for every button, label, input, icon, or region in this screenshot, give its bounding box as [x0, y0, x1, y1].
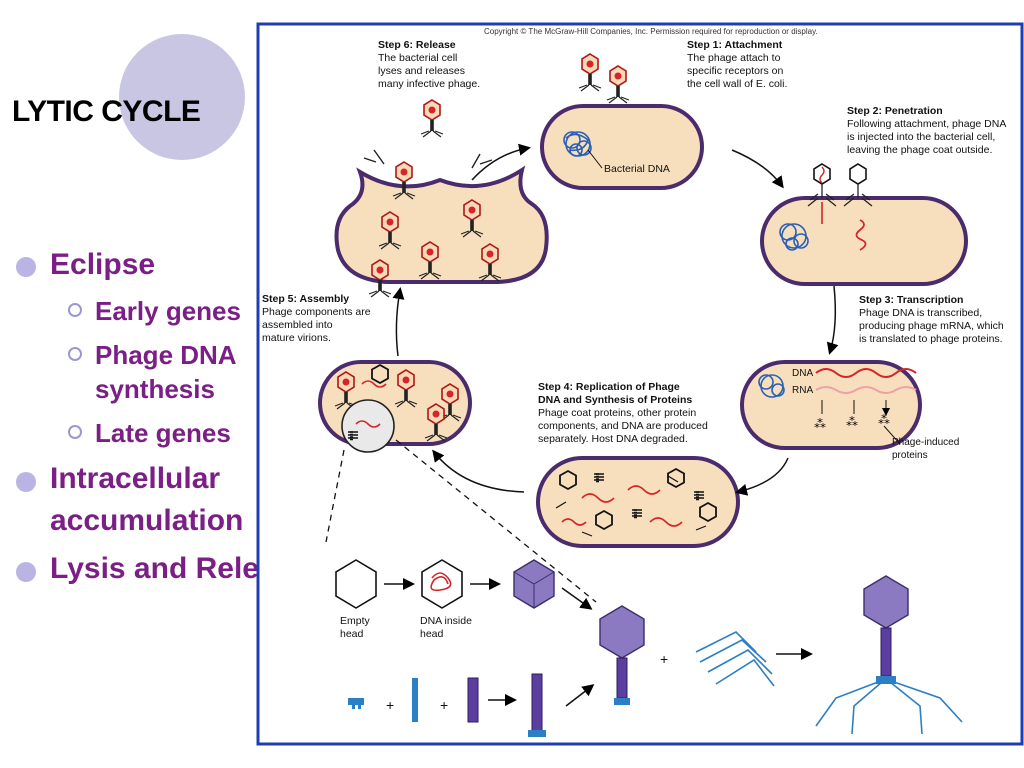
rna-wave: [815, 386, 917, 394]
tail-assembled-icon: [531, 673, 543, 733]
dna-head-icon: [421, 559, 463, 609]
step4-title: DNA and Synthesis of Proteins: [538, 394, 692, 406]
step1-line: the cell wall of E. coli.: [687, 78, 787, 90]
step4-text: Step 4: Replication of Phage DNA and Syn…: [538, 381, 708, 445]
step3-title: Step 3: Transcription: [859, 294, 963, 306]
sub-bullet-ring: [68, 303, 82, 317]
sub-bullet-ring: [68, 425, 82, 439]
step4-line: components, and DNA are produced: [538, 420, 708, 432]
label-dna: DNA: [792, 368, 813, 379]
step6-line: many infective phage.: [378, 78, 480, 90]
step2-text: Step 2: Penetration Following attachment…: [847, 105, 1006, 156]
bullet-intracellular: Intracellular: [50, 462, 221, 495]
label-bacterial-dna: Bacterial DNA: [604, 163, 670, 175]
cell-step5: [318, 360, 472, 453]
plus-sign: +: [440, 697, 448, 713]
assembly-sequence: Empty head DNA inside head +: [335, 559, 963, 737]
step4-line: separately. Host DNA degraded.: [538, 433, 688, 445]
host-dna-icon: [779, 223, 809, 251]
sub-bullet-late-genes: Late genes: [95, 418, 231, 448]
slide-title: LYTIC CYCLE: [12, 95, 201, 128]
empty-coat-icon: [807, 163, 873, 207]
step2-line: Following attachment, phage DNA: [847, 118, 1006, 130]
step6-line: The bacterial cell: [378, 52, 457, 64]
step6-text: Step 6: Release The bacterial cell lyses…: [378, 39, 480, 90]
step3-line: producing phage mRNA, which: [859, 320, 1004, 332]
core-icon: [412, 678, 418, 722]
step5-title: Step 5: Assembly: [262, 293, 349, 305]
label-dna-inside-head: DNA inside: [420, 615, 472, 627]
step6-title: Step 6: Release: [378, 39, 456, 51]
decorative-circle: [119, 34, 245, 160]
step3-text: Step 3: Transcription Phage DNA is trans…: [859, 294, 1004, 345]
sub-bullet-ring: [68, 347, 82, 361]
plus-sign: +: [660, 651, 668, 667]
baseplate-icon: [348, 698, 364, 705]
copyright-text: Copyright © The McGraw-Hill Companies, I…: [484, 27, 818, 36]
label-proteins: proteins: [892, 450, 928, 461]
bullet-dot: [16, 257, 36, 277]
label-empty-head: Empty: [340, 615, 371, 627]
complete-phage-fibers: [815, 681, 963, 735]
tail-fibers-icon: [695, 631, 775, 687]
step4-line: Phage coat proteins, other protein: [538, 407, 696, 419]
magnify-circle: [341, 399, 395, 453]
step4-title: Step 4: Replication of Phage: [538, 381, 680, 393]
bullet-dot: [16, 562, 36, 582]
step6-line: lyses and releases: [378, 65, 465, 77]
protein-glyph: ⁂: [814, 417, 826, 431]
step5-line: mature virions.: [262, 332, 331, 344]
step5-line: assembled into: [262, 319, 333, 331]
label-phage-induced: Phage-induced: [892, 437, 959, 448]
cell-step1: Bacterial DNA: [540, 53, 704, 190]
sub-bullet-early-genes: Early genes: [95, 296, 241, 326]
cell-step6: [334, 99, 549, 298]
step2-line: is injected into the bacterial cell,: [847, 131, 995, 143]
plus-sign: +: [386, 697, 394, 713]
cell-step3: DNA RNA ⁂ ⁂ ⁂ Phage-induced proteins: [740, 360, 959, 461]
protein-glyph: ⁂: [878, 413, 890, 427]
bullet-dot: [16, 472, 36, 492]
phage-tail-icon: [616, 657, 628, 699]
label-rna: RNA: [792, 385, 813, 396]
injected-dna: [855, 219, 867, 251]
cell-step4: [536, 456, 740, 548]
sheath-icon: [467, 677, 479, 723]
lytic-cycle-figure: Copyright © The McGraw-Hill Companies, I…: [256, 22, 1024, 746]
sub-bullet-phage-dna: Phage DNA: [95, 340, 237, 370]
sub-bullet-phage-dna-line2: synthesis: [95, 374, 215, 404]
label-dna-inside-head-2: head: [420, 628, 444, 640]
protein-glyph: ⁂: [846, 415, 858, 429]
dna-wave: [815, 368, 917, 378]
cycle-arrows: [392, 143, 839, 496]
step1-title: Step 1: Attachment: [687, 39, 783, 51]
step2-line: leaving the phage coat outside.: [847, 144, 992, 156]
bullet-accumulation: accumulation: [50, 504, 244, 537]
step5-line: Phage components are: [262, 306, 371, 318]
label-empty-head-2: head: [340, 628, 364, 640]
step1-line: specific receptors on: [687, 65, 783, 77]
empty-head-icon: [335, 559, 377, 609]
step3-line: Phage DNA is transcribed,: [859, 307, 982, 319]
bullet-eclipse: Eclipse: [50, 248, 156, 281]
bacterial-dna-icon: [563, 131, 592, 157]
cell-step2: [760, 163, 968, 286]
step1-text: Step 1: Attachment The phage attach to s…: [687, 39, 787, 90]
step1-line: The phage attach to: [687, 52, 781, 64]
step2-title: Step 2: Penetration: [847, 105, 943, 117]
step3-line: is translated to phage proteins.: [859, 333, 1003, 345]
step5-text: Step 5: Assembly Phage components are as…: [262, 293, 371, 344]
